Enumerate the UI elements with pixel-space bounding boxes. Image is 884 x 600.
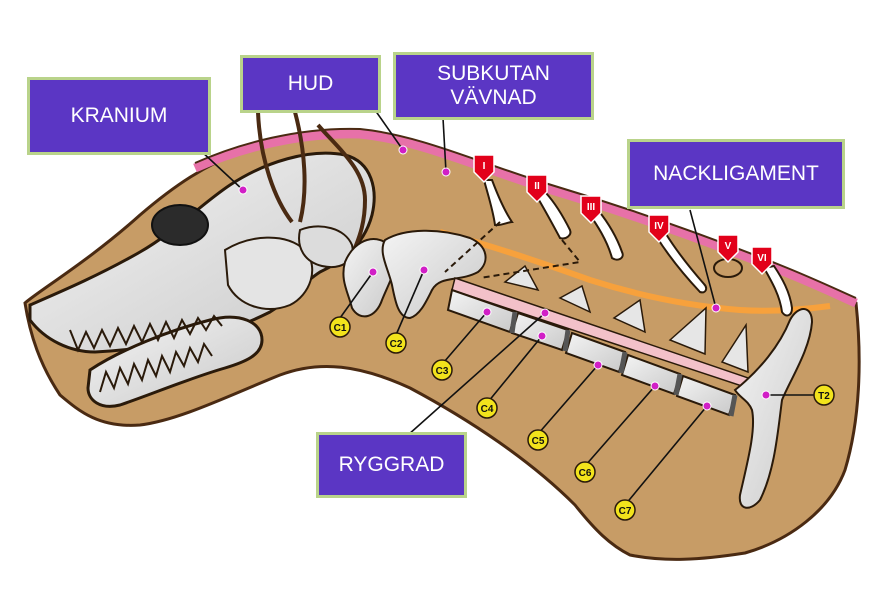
nuchal-ligament [439,229,831,314]
badge-c2: C2 [385,332,407,354]
svg-text:III: III [587,202,596,213]
label-kranium: KRANIUM [27,77,211,155]
svg-text:IV: IV [654,221,664,232]
badge-c6: C6 [574,461,596,483]
svg-text:C4: C4 [481,404,494,415]
label-nackligament: NACKLIGAMENT [627,139,845,209]
intervertebral-discs [509,311,738,417]
projection-line-ii [479,239,582,279]
skin-strand-1 [256,111,294,224]
spinous-process-c5 [612,298,646,334]
svg-text:C1: C1 [334,323,347,334]
projection-line-i [444,221,501,273]
thoracic-vertebra-t2 [733,308,814,509]
svg-text:C2: C2 [390,339,403,350]
label-ryggrad: RYGGRAD [316,432,467,498]
layer-marker-v: V [717,234,739,264]
svg-text:V: V [725,241,732,252]
badge-c4: C4 [476,397,498,419]
svg-text:C7: C7 [619,506,632,517]
label-hud: HUD [240,55,381,113]
svg-text:C3: C3 [436,366,449,377]
badge-c7: C7 [614,499,636,521]
svg-text:II: II [534,181,540,192]
pointer-dots [238,145,771,411]
badge-t2: T2 [813,384,835,406]
svg-text:VI: VI [757,253,767,264]
layer-marker-iii: III [580,195,602,225]
vertebral-bodies [446,288,737,417]
marker-needles [482,179,794,317]
svg-text:C6: C6 [579,468,592,479]
layer-marker-ii: II [526,174,548,204]
layer-marker-i: I [473,154,495,184]
axis-vertebra [381,229,487,320]
spinous-process-c7 [720,322,749,374]
badge-c5: C5 [527,429,549,451]
spinous-process-c6 [668,306,707,356]
badge-c3: C3 [431,359,453,381]
svg-text:I: I [483,161,486,172]
spinous-process-c3 [503,264,540,292]
svg-text:T2: T2 [818,391,830,402]
skin-strand-2 [293,111,307,223]
skin-strand-3 [316,123,368,249]
layer-marker-iv: IV [648,214,670,244]
spinous-process-c4 [558,284,592,314]
layer-marker-vi: VI [751,246,773,276]
svg-text:C5: C5 [532,436,545,447]
leader-lines [199,109,815,506]
label-subkutan-vavnad: SUBKUTAN VÄVNAD [393,52,594,120]
badge-c1: C1 [329,316,351,338]
skull [28,151,376,408]
